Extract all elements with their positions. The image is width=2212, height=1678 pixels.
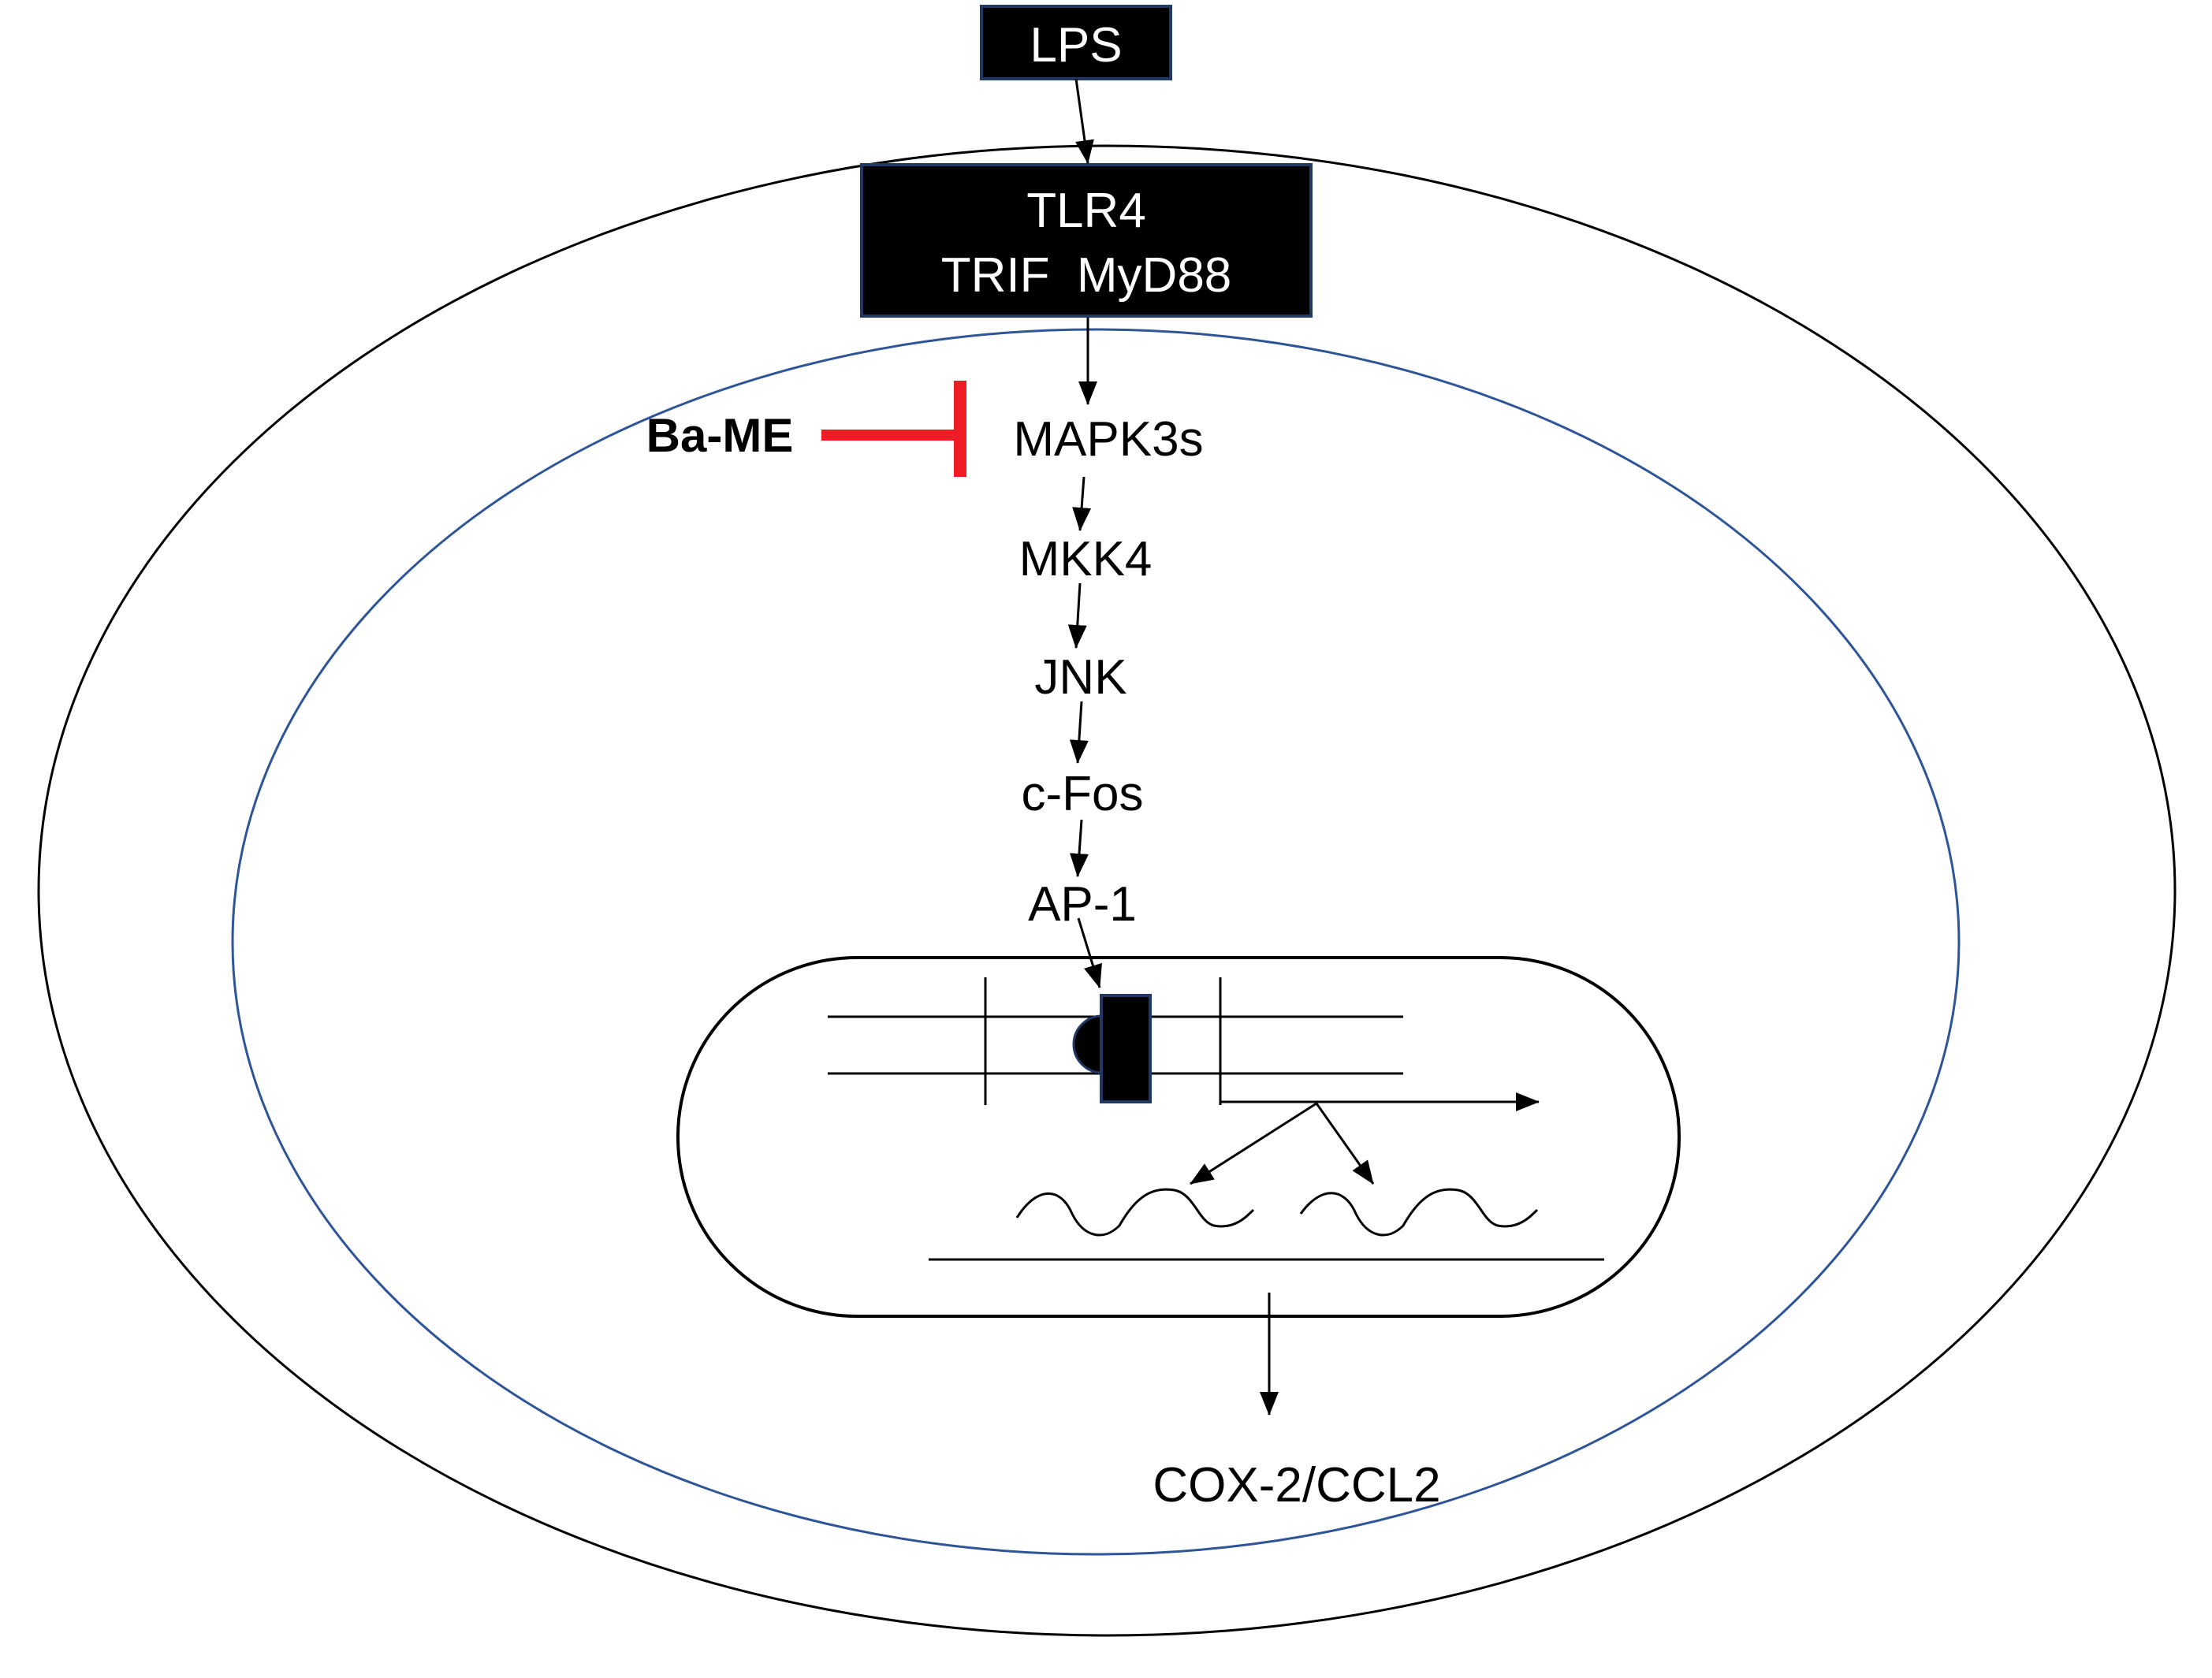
mkk4-label: MKK4: [1019, 532, 1153, 586]
mapk3s-label: MAPK3s: [1013, 412, 1203, 467]
mrna-left: [1015, 1188, 1255, 1237]
jnk-label: JNK: [1034, 650, 1126, 705]
arrow-lps-to-tlr4: [1074, 78, 1094, 164]
arrow-mkk4-to-jnk: [1067, 582, 1087, 649]
nucleus: [676, 956, 1681, 1318]
transcription-factor-shape: [1072, 1014, 1104, 1074]
arrow-ap1-to-dna: [1077, 917, 1102, 988]
mrna-right: [1299, 1188, 1539, 1237]
arrow-mapk3s-to-mkk4: [1072, 476, 1092, 531]
ap1-label: AP-1: [1028, 877, 1137, 932]
arrow-cfos-to-ap1: [1070, 819, 1089, 877]
cell-inner-membrane: [231, 328, 1961, 1556]
trif-myd88-label: TRIF MyD88: [941, 248, 1232, 303]
mrna-arrow-left: [1190, 1102, 1317, 1185]
cfos-label: c-Fos: [1022, 767, 1144, 821]
receptor-complex-box: [860, 163, 1313, 318]
ba-me-label: Ba-ME: [646, 409, 794, 462]
cell-outer-membrane: [37, 144, 2177, 1637]
output-label: COX-2/CCL2: [1153, 1458, 1440, 1512]
tlr4-label: TLR4: [1026, 184, 1146, 238]
arrow-jnk-to-cfos: [1069, 701, 1089, 764]
binding-site-block: [1100, 994, 1152, 1103]
lps-label: LPS: [1030, 18, 1122, 73]
mrna-arrow-right: [1315, 1103, 1375, 1185]
